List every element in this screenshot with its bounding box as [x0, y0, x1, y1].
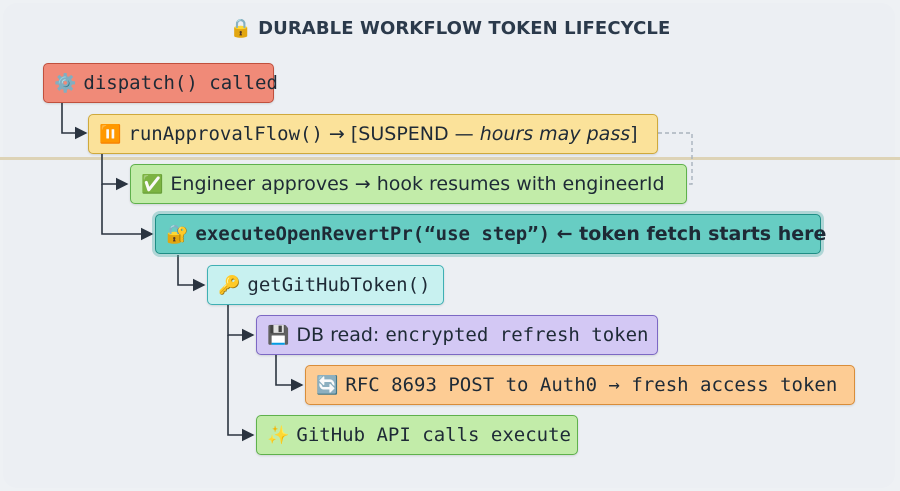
- node-rfc-post: 🔄 RFC 8693 POST to Auth0 → fresh access …: [305, 365, 855, 405]
- node-run-approval-flow-code: runApprovalFlow(): [128, 123, 323, 145]
- gear-icon: ⚙️: [54, 72, 77, 94]
- node-run-approval-flow-end: ]: [630, 123, 638, 145]
- node-github-api-code: GitHub API calls execute: [296, 424, 571, 446]
- floppy-disk-icon: 💾: [267, 324, 290, 346]
- connector-token-to-api: [227, 335, 255, 442]
- node-get-github-token-code: getGitHubToken(): [247, 274, 431, 296]
- refresh-icon: 🔄: [316, 374, 339, 396]
- connector-token-to-db: [227, 305, 255, 342]
- connector-execute-to-token: [177, 255, 206, 292]
- connector-run-to-execute: [101, 184, 154, 241]
- node-execute-open-revert-pr-note: ← token fetch starts here: [550, 223, 827, 245]
- sparkles-icon: ✨: [267, 424, 290, 446]
- lock-key-icon: 🔐: [166, 223, 189, 245]
- node-db-read-prefix: DB read:: [296, 324, 386, 346]
- node-engineer-approves: ✅ Engineer approves → hook resumes with …: [130, 164, 687, 204]
- node-run-approval-flow: ⏸️ runApprovalFlow() → [SUSPEND — hours …: [88, 114, 658, 154]
- node-run-approval-flow-mid: → [SUSPEND —: [322, 123, 480, 145]
- node-run-approval-flow-italic: hours may pass: [479, 123, 631, 145]
- node-github-api: ✨ GitHub API calls execute: [256, 415, 578, 455]
- connector-db-to-rfc: [275, 355, 304, 392]
- node-rfc-post-code: RFC 8693 POST to Auth0 → fresh access to…: [345, 374, 838, 396]
- diagram-title-text: DURABLE WORKFLOW TOKEN LIFECYCLE: [258, 18, 671, 39]
- node-db-read: 💾 DB read: encrypted refresh token: [256, 315, 658, 355]
- node-dispatch: ⚙️ dispatch() called: [43, 63, 278, 103]
- node-execute-open-revert-pr: 🔐 executeOpenRevertPr(“use step”) ← toke…: [155, 214, 826, 254]
- diagram-title: 🔒DURABLE WORKFLOW TOKEN LIFECYCLE: [0, 18, 900, 39]
- node-execute-open-revert-pr-code: executeOpenRevertPr(“use step”): [195, 223, 551, 245]
- check-icon: ✅: [141, 173, 164, 195]
- node-get-github-token: 🔑 getGitHubToken(): [207, 265, 444, 305]
- suspend-divider-line: [0, 157, 900, 160]
- node-engineer-approves-text: Engineer approves → hook resumes with en…: [170, 173, 665, 195]
- connector-run-to-approve: [101, 153, 129, 191]
- pause-icon: ⏸️: [99, 123, 122, 145]
- node-dispatch-text: dispatch() called: [83, 72, 278, 94]
- resume-dashed-connector: [658, 132, 693, 185]
- connector-dispatch-to-run: [61, 102, 88, 140]
- lock-icon: 🔒: [229, 18, 253, 39]
- node-db-read-code: encrypted refresh token: [385, 324, 649, 346]
- key-icon: 🔑: [218, 274, 241, 296]
